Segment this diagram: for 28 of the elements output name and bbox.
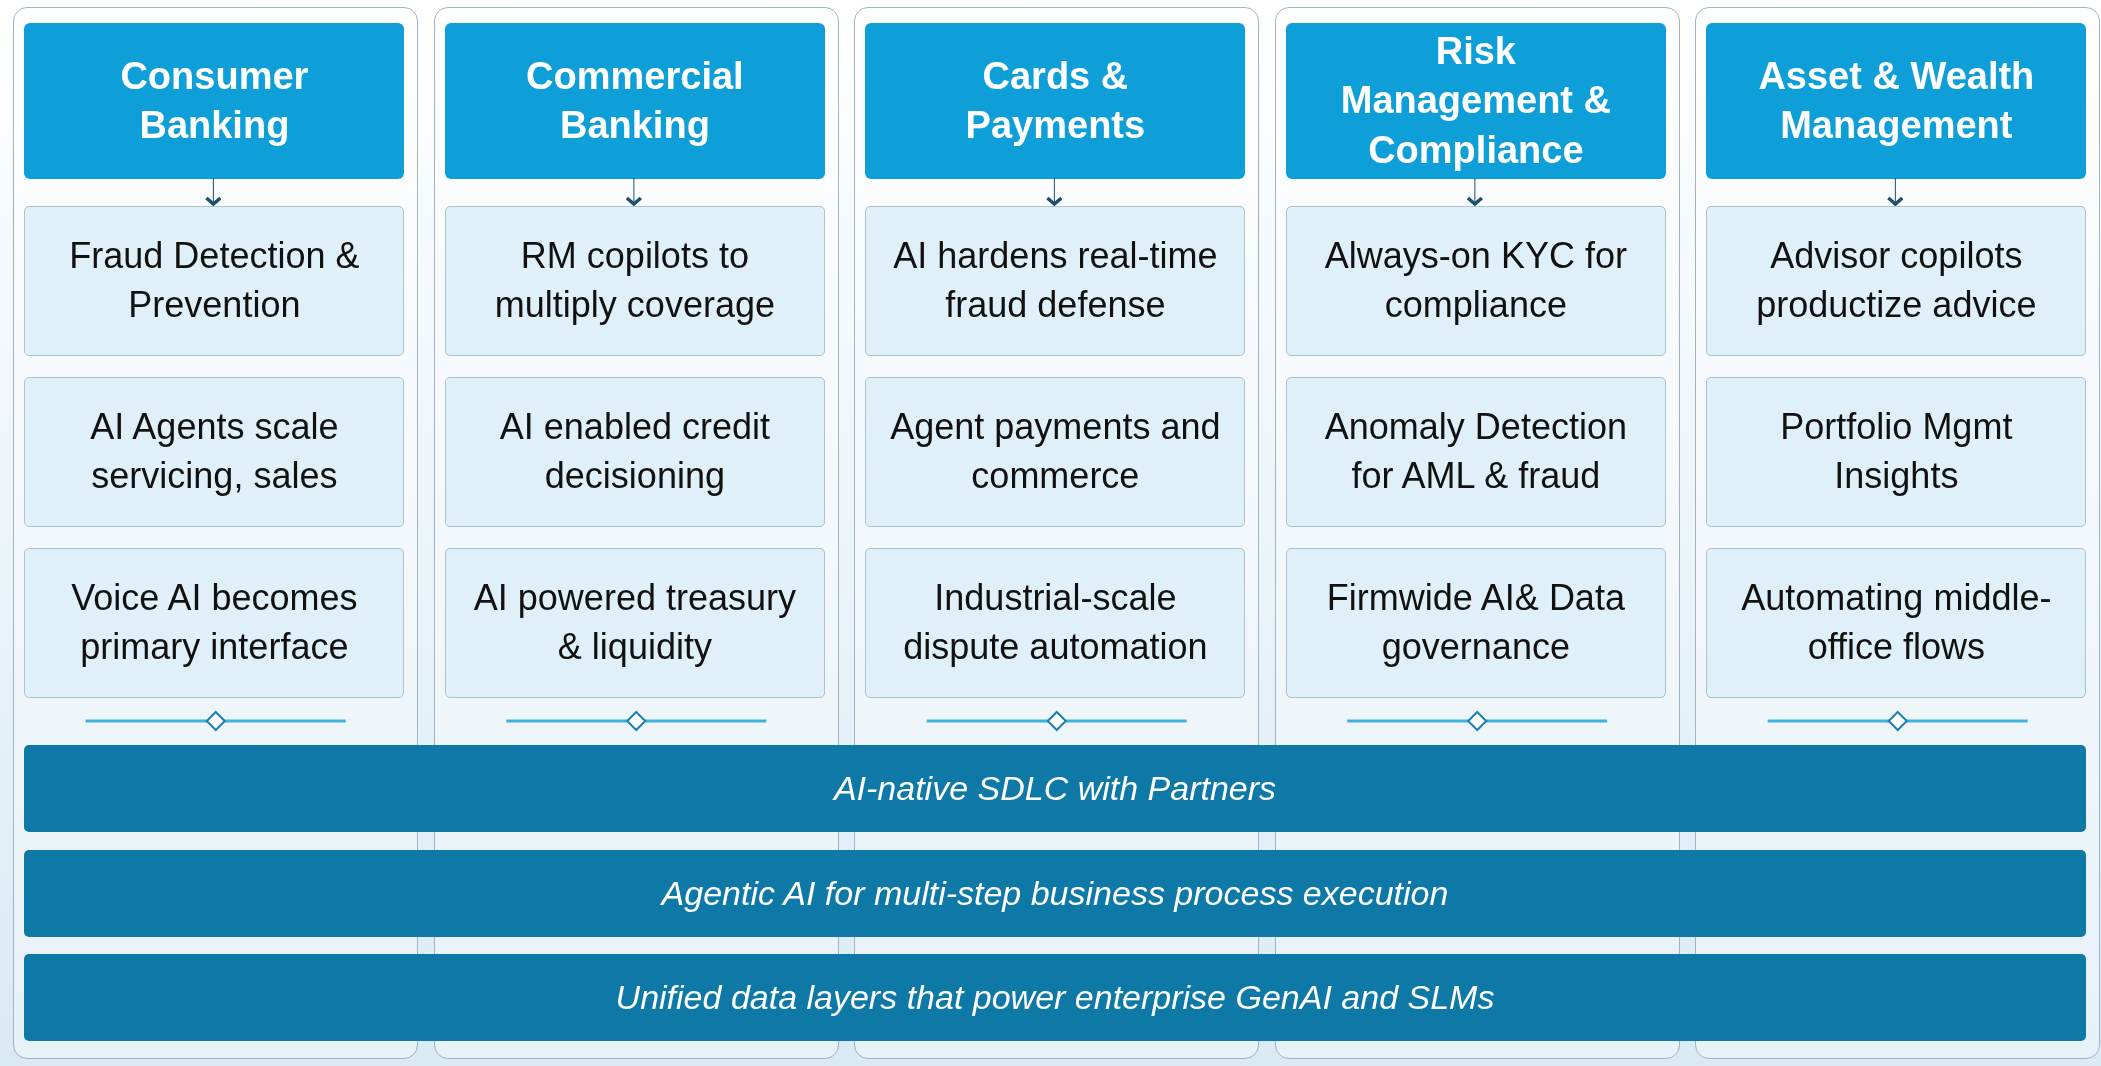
use-case-card: Firmwide AI& Data governance xyxy=(1285,548,1666,698)
use-case-card: Industrial-scale dispute automation xyxy=(865,548,1246,698)
use-case-card: Automating middle-office flows xyxy=(1706,548,2087,698)
arrow xyxy=(1466,177,1484,206)
use-case-card: AI hardens real-time fraud defense xyxy=(865,206,1246,356)
capability-bar: AI-native SDLC with Partners xyxy=(24,745,2086,832)
use-case-card: AI enabled credit decisioning xyxy=(444,377,825,527)
arrow xyxy=(625,177,643,206)
use-case-card: AI Agents scale servicing, sales xyxy=(24,377,405,527)
arrow xyxy=(1886,177,1905,206)
use-case-card: Portfolio Mgmt Insights xyxy=(1706,377,2087,527)
category-header: Asset & Wealth Management xyxy=(1706,23,2087,179)
arrow xyxy=(1045,177,1064,206)
category-header: Cards & Payments xyxy=(865,23,1246,179)
use-case-card: Anomaly Detection for AML & fraud xyxy=(1285,377,1666,527)
category-header: Consumer Banking xyxy=(24,23,405,179)
capability-bar: Unified data layers that power enterprise GenAI and SLMs xyxy=(24,954,2086,1041)
category-header: Commercial Banking xyxy=(444,23,825,179)
use-case-card: Advisor copilots productize advice xyxy=(1706,206,2087,356)
use-case-card: RM copilots to multiply coverage xyxy=(444,206,825,356)
use-case-card: AI powered treasury & liquidity xyxy=(444,548,825,698)
use-case-card: Fraud Detection & Prevention xyxy=(24,206,405,356)
arrow xyxy=(204,177,223,206)
category-header: Risk Management & Compliance xyxy=(1285,23,1666,179)
use-case-card: Always-on KYC for compliance xyxy=(1285,206,1666,356)
capability-bar: Agentic AI for multi-step business process execution xyxy=(24,850,2086,937)
use-case-card: Agent payments and commerce xyxy=(865,377,1246,527)
use-case-card: Voice AI becomes primary interface xyxy=(24,548,405,698)
